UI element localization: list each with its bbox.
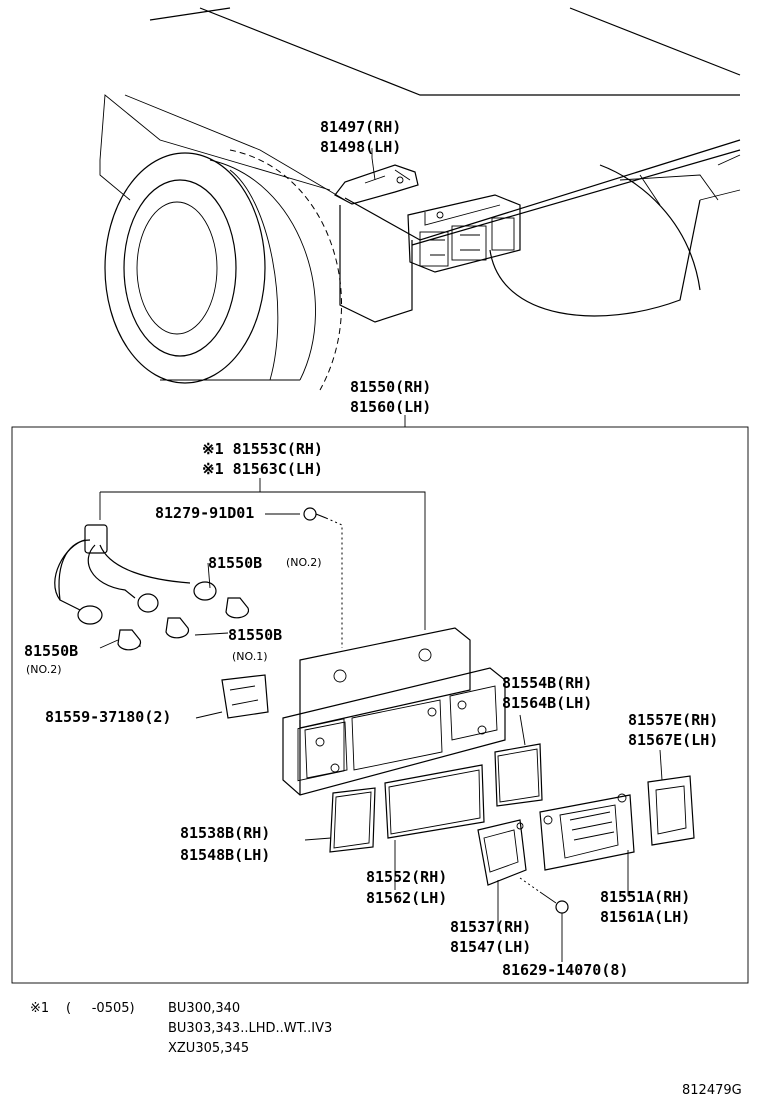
footnote-line2: BU303,343..LHD..WT..IV3 [168, 1021, 332, 1036]
label-81629: 81629-14070(8) [502, 961, 628, 979]
label-81538b: 81538B(RH) [180, 824, 270, 842]
label-81559: 81559-37180(2) [45, 708, 171, 726]
screw-81629 [519, 877, 569, 914]
lens-81538b [329, 787, 376, 853]
lamp-81557e [647, 775, 695, 846]
diagram-id: 812479G [682, 1083, 742, 1098]
label-81551a: 81551A(RH) [600, 888, 690, 906]
footnote-line3: XZU305,345 [168, 1041, 249, 1056]
label-81560: 81560(LH) [350, 398, 431, 416]
label-81548b: 81548B(LH) [180, 846, 270, 864]
bulb-icon [117, 597, 249, 651]
lamp-81537 [477, 819, 527, 886]
note-81550b-a: (NO.2) [286, 556, 322, 569]
lens-81552 [384, 764, 485, 839]
note-81550b-c: (NO.2) [26, 663, 62, 676]
footnote-range: ( -0505) [66, 1001, 135, 1016]
label-81537: 81537(RH) [450, 918, 531, 936]
lamp-on-truck [407, 194, 521, 273]
leader-lines [99, 148, 663, 962]
label-81554b: 81554B(RH) [502, 674, 592, 692]
lamp-81551a [539, 793, 635, 871]
assembly-frame [11, 426, 749, 984]
socket [77, 581, 217, 625]
label-81552: 81552(RH) [366, 868, 447, 886]
lens-81554b [494, 743, 543, 807]
label-81550: 81550(RH) [350, 378, 431, 396]
label-81562: 81562(LH) [366, 889, 447, 907]
label-81567e: 81567E(LH) [628, 731, 718, 749]
label-81561a: 81561A(LH) [600, 908, 690, 926]
label-81547: 81547(LH) [450, 938, 531, 956]
label-81550b-a: 81550B [208, 554, 262, 572]
label-81279: 81279-91D01 [155, 504, 254, 522]
label-81550b-b: 81550B [228, 626, 282, 644]
note-81550b-b: (NO.1) [232, 650, 268, 663]
wiring-harness [54, 478, 426, 630]
label-81564b: 81564B(LH) [502, 694, 592, 712]
footnote-mark: ※1 [30, 1001, 49, 1016]
lamp-housing [282, 627, 506, 796]
footnote-line1: BU300,340 [168, 1001, 240, 1016]
label-81553c: ※1 81553C(RH) [202, 440, 323, 458]
screw-81279 [303, 507, 343, 648]
label-81563c: ※1 81563C(LH) [202, 460, 323, 478]
label-81557e: 81557E(RH) [628, 711, 718, 729]
label-81497: 81497(RH) [320, 118, 401, 136]
bracket-81497 [334, 164, 419, 205]
label-81498: 81498(LH) [320, 138, 401, 156]
truck-illustration [99, 7, 741, 391]
clip-81559 [221, 674, 269, 719]
label-81550b-c: 81550B [24, 642, 78, 660]
